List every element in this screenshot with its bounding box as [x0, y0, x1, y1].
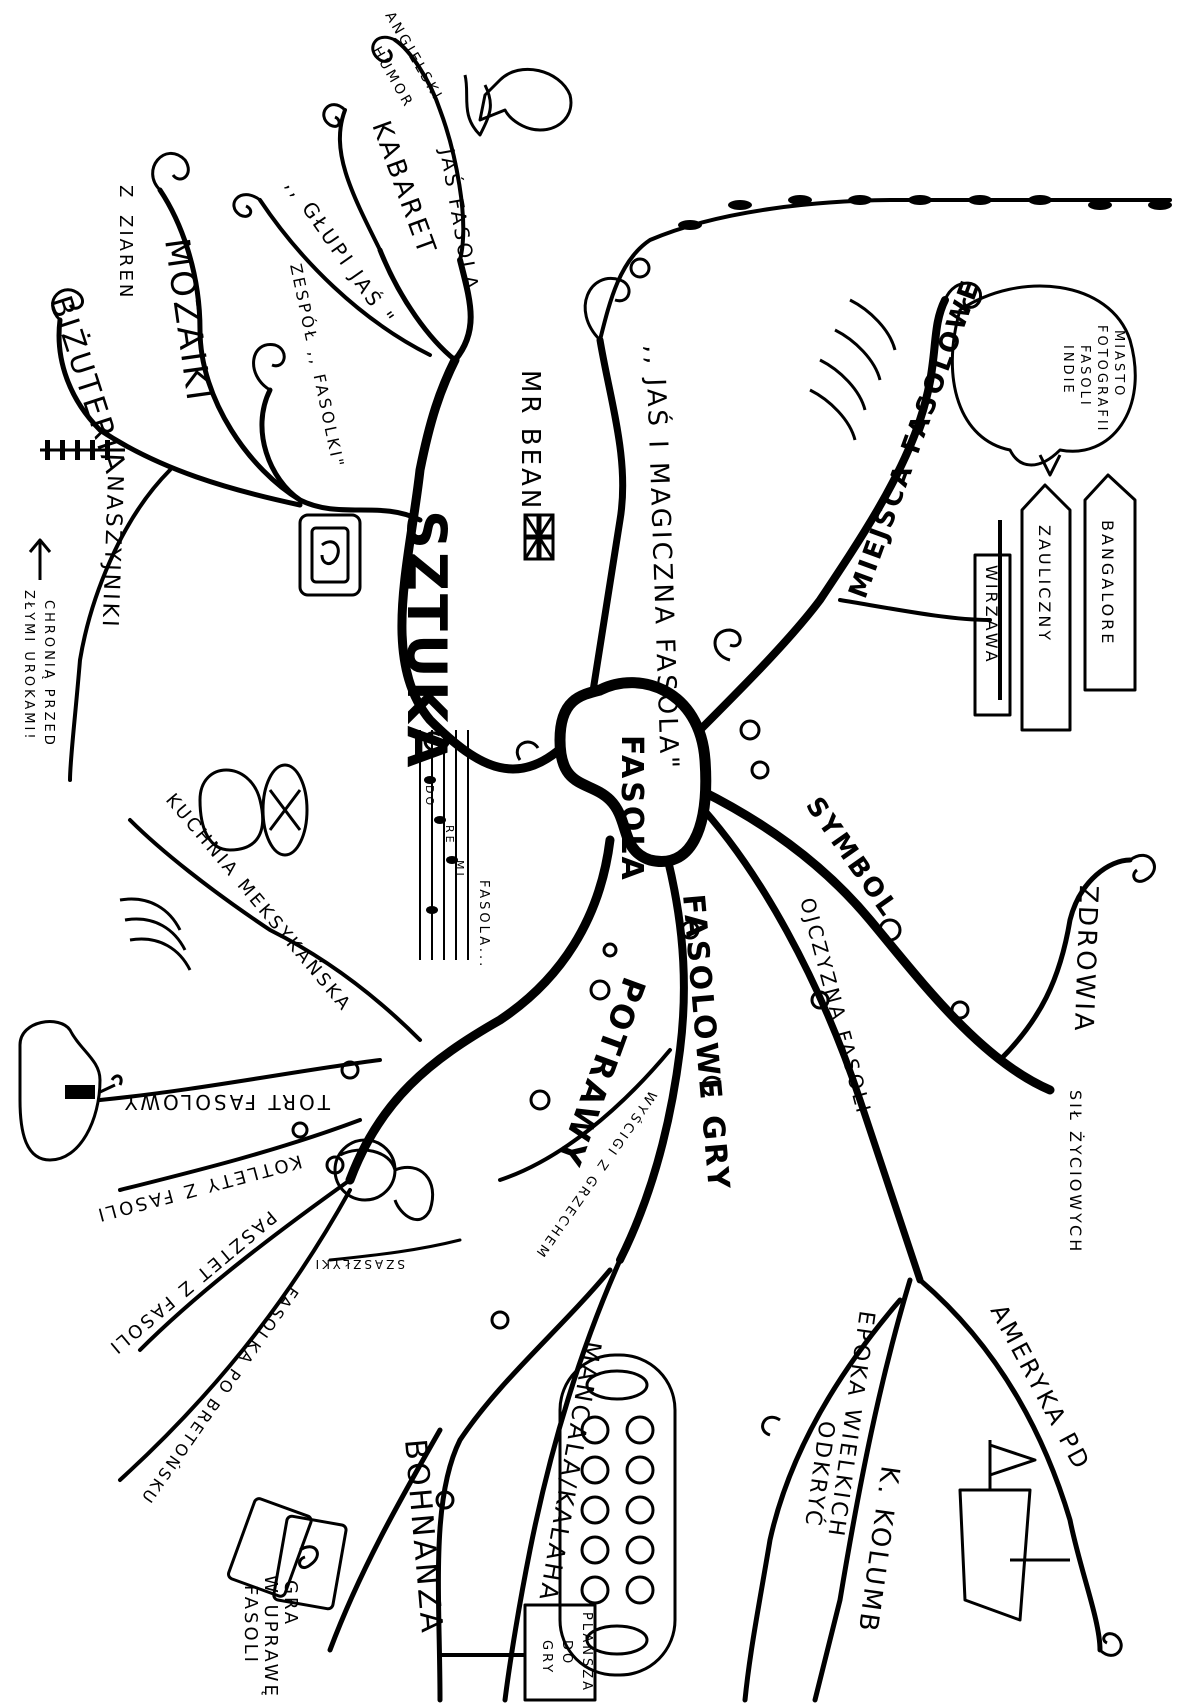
sign-wirzawa: WIRZAWA — [982, 565, 1001, 665]
potrawy-label: POTRAWY — [549, 972, 653, 1173]
fasola-note-label: FASOLA... — [476, 880, 491, 969]
mr-bean-label: MR BEAN — [515, 370, 545, 511]
cloud-line-2: FOTOGRAFII — [1094, 325, 1109, 434]
cloud-line-4: INDIE — [1060, 345, 1075, 396]
potrawy-branch: POTRAWY KUCHNIA MEKSYKAŃSKA TORT FASOLOW… — [20, 69, 895, 1508]
sztuka-label: SZTUKA — [395, 510, 458, 770]
chili-peppers-icon — [120, 899, 190, 970]
miejsca-branch: MIEJSCA FASOLOWE MIASTO FOTOGRAFII FASOL… — [843, 275, 1135, 730]
central-topic: FASOLA — [560, 683, 706, 883]
uk-flag-icon — [525, 515, 553, 559]
cake-icon — [20, 1022, 121, 1160]
do-label: DO — [423, 785, 436, 808]
sil-zyciowych-label: SIŁ ŻYCIOWYCH — [1066, 1090, 1085, 1254]
ojczyzna-label: OJCZYZNA FASOLI — [795, 895, 876, 1118]
z-ziaren-line-2: ZIAREN — [115, 215, 136, 300]
gry-branch: FASOLOWE GRY WYŚCIGI Z GRZECHEM MANCALA/… — [227, 893, 736, 1700]
plansza-line-3: GRY — [539, 1640, 554, 1675]
plansza-line-2: DO — [559, 1640, 574, 1666]
tort-label: TORT FASOLOWY — [122, 1090, 331, 1114]
cloud-line-3: FASOLI — [1077, 345, 1092, 408]
sign-zauliczny: ZAULICZNY — [1035, 525, 1054, 643]
chronia-line-1: CHRONIĄ PRZED — [41, 600, 56, 748]
zdrowia-label: ZDROWIA — [1068, 885, 1103, 1034]
kabaret-label: KABARET — [365, 117, 442, 260]
jas-fasola-label: JAŚ FASOLA — [435, 145, 484, 294]
naszyjniki-label: NASZYJNIKI — [97, 475, 127, 630]
symbol-branch: SYMBOL ZDROWIA SIŁ ŻYCIOWYCH OJCZYZNA FA… — [795, 792, 1103, 1636]
z-ziaren-line-1: Z — [115, 185, 136, 200]
bohnanza-label: BOHNANZA — [397, 1438, 449, 1637]
gra-line-3: FASOLI — [240, 1585, 261, 1665]
bizuteria-label: BIŻUTERIA — [42, 291, 134, 479]
kuchnia-label: KUCHNIA MEKSYKAŃSKA — [161, 789, 357, 1016]
mi-label: MI — [453, 860, 466, 879]
sign-bangalore: BANGALORE — [1098, 520, 1117, 646]
arrow-icon — [30, 540, 50, 580]
cloud-line-1: MIASTO — [1111, 330, 1126, 398]
bean-seed-icon — [631, 259, 649, 277]
framed-picture-icon — [300, 515, 360, 595]
miejsca-label: MIEJSCA FASOLOWE — [843, 275, 987, 603]
plansza-line-1: PLANSZA — [579, 1612, 594, 1693]
chronia-line-2: ZŁYMI UROKAMI! — [21, 590, 36, 742]
re-label: RE — [443, 825, 456, 846]
fish-icon — [465, 69, 571, 135]
szaszlyki-label: SZASZŁYKI — [313, 1257, 405, 1271]
ferns-icon — [810, 300, 895, 440]
center-label: FASOLA — [614, 735, 649, 883]
mozaiki-label: MOZAIKI — [156, 236, 219, 406]
